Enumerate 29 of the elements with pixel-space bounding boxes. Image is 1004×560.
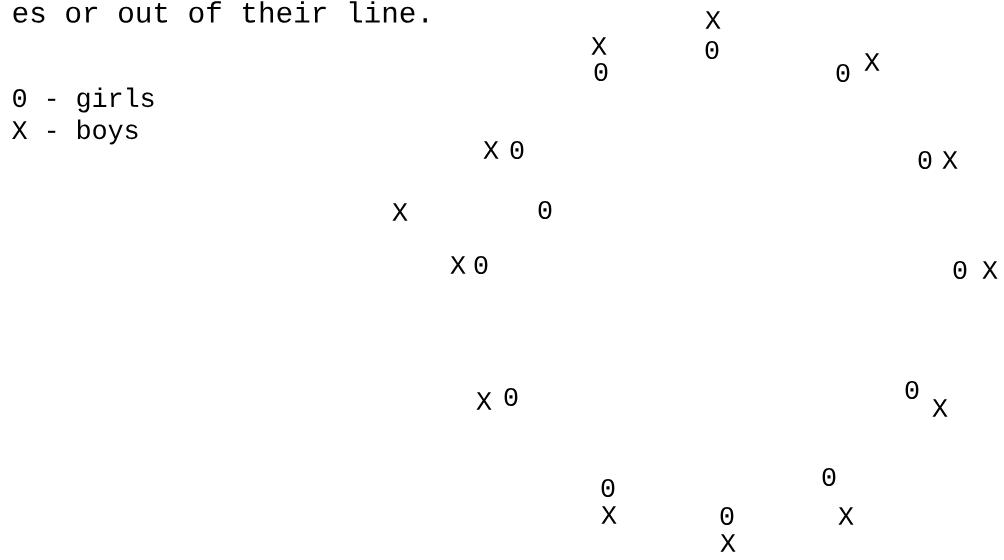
seat-letter: 0 (510, 140, 524, 160)
seat-letter: X (392, 203, 408, 221)
seat-letter: 0 (822, 467, 836, 487)
legend-entry: X - boys (12, 119, 138, 145)
seat-letter: 0 (504, 387, 518, 407)
seat-letter: X (720, 534, 736, 552)
seat-letter: 0 (905, 380, 919, 400)
seat-letter: X (942, 151, 958, 169)
seat-letter: 0 (836, 63, 850, 83)
seat-letter: 0 (538, 200, 552, 220)
caption-text: es or out of their line. (13, 1, 427, 23)
seat-letter: X (838, 507, 854, 525)
seat-letter: X (483, 141, 499, 159)
seat-letter: 0 (953, 260, 967, 280)
seat-letter: X (864, 53, 880, 71)
seat-letter: 0 (720, 506, 734, 526)
seat-letter: X (705, 11, 721, 29)
seat-letter: 0 (705, 40, 719, 60)
seat-letter: 0 (594, 62, 608, 82)
seat-letter: X (476, 392, 492, 410)
seat-letter: X (450, 256, 466, 274)
seat-letter: 0 (601, 478, 615, 498)
seat-letter: X (932, 399, 948, 417)
seat-letter: X (982, 261, 998, 279)
seat-letter: 0 (918, 150, 932, 170)
seat-letter: X (591, 37, 607, 55)
seat-letter: 0 (474, 255, 488, 275)
legend-entry: 0 - girls (13, 87, 154, 113)
seat-letter: X (601, 506, 617, 524)
